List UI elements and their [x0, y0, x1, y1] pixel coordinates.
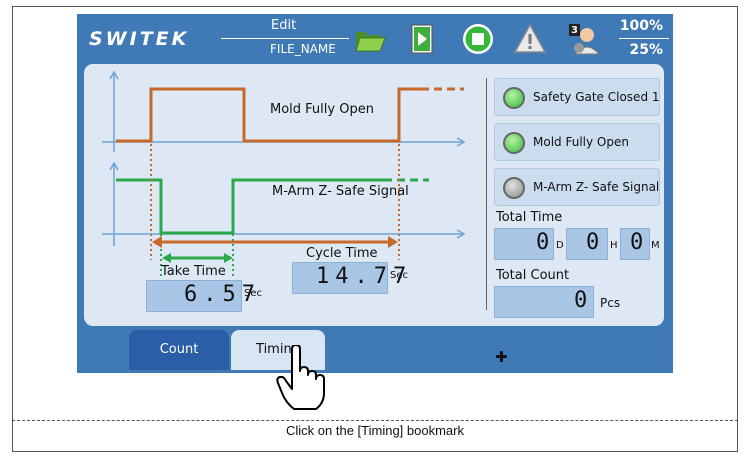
- total-time-minutes-display: [620, 228, 650, 260]
- led-on-icon: [503, 132, 525, 154]
- hmi-screen: SWITEK Edit FILE_NAME 3 100% 25%: [77, 14, 673, 373]
- status-safety-gate-label: Safety Gate Closed 1: [533, 90, 660, 104]
- status-safety-gate: Safety Gate Closed 1: [494, 78, 660, 116]
- total-count-display: [494, 286, 594, 318]
- status-arm-safe-signal-label: M-Arm Z- Safe Signal: [533, 180, 660, 194]
- cycle-time-display: [292, 262, 388, 294]
- take-time-label: Take Time: [161, 264, 226, 279]
- switek-logo: SWITEK: [89, 28, 190, 50]
- status-mold-fully-open-label: Mold Fully Open: [533, 135, 629, 149]
- led-off-icon: [503, 177, 525, 199]
- caption-divider: [12, 420, 738, 421]
- header-divider: [221, 38, 349, 39]
- percent-divider: [619, 38, 669, 39]
- crosshair-cursor-icon: ✚: [495, 348, 508, 366]
- total-time-label: Total Time: [496, 210, 563, 225]
- minutes-unit: M: [651, 240, 660, 251]
- total-count-label: Total Count: [496, 268, 570, 283]
- stop-icon[interactable]: [461, 22, 495, 56]
- total-count-value: 0: [574, 288, 594, 313]
- pointing-hand-icon: [276, 345, 325, 410]
- total-time-days-display: [494, 228, 554, 260]
- total-time-hours: 0: [586, 230, 606, 255]
- cycle-time-label: Cycle Time: [306, 246, 378, 261]
- illustration-frame: [12, 6, 738, 452]
- cycle-time-unit: Sec: [390, 270, 408, 281]
- percent-top: 100%: [619, 18, 663, 34]
- run-program-icon[interactable]: [405, 22, 439, 56]
- days-unit: D: [556, 240, 564, 251]
- timing-diagram: [102, 70, 466, 278]
- user-icon[interactable]: [567, 22, 601, 56]
- timing-panel: Mold Fully Open M-Arm Z- Safe Signal Cyc…: [84, 64, 664, 326]
- file-name: FILE_NAME: [270, 42, 336, 56]
- total-time-days: 0: [536, 230, 556, 255]
- led-on-icon: [503, 87, 525, 109]
- cycle-time-value: 14.77: [316, 264, 413, 289]
- user-level: 3: [571, 25, 578, 36]
- mold-fully-open-label: Mold Fully Open: [270, 102, 374, 117]
- take-time-display: [146, 280, 242, 312]
- tab-count[interactable]: Count: [129, 330, 229, 370]
- warning-icon[interactable]: [513, 22, 547, 56]
- status-mold-fully-open: Mold Fully Open: [494, 123, 660, 161]
- open-folder-icon[interactable]: [353, 22, 387, 56]
- total-time-hours-display: [566, 228, 608, 260]
- percent-bottom: 25%: [629, 42, 663, 58]
- hours-unit: H: [610, 240, 618, 251]
- tab-timing[interactable]: Timing: [231, 330, 325, 370]
- arm-safe-signal-label: M-Arm Z- Safe Signal: [272, 184, 409, 199]
- panel-divider: [486, 78, 487, 310]
- take-time-value: 6.57: [184, 282, 261, 307]
- take-time-unit: Sec: [244, 288, 262, 299]
- total-count-unit: Pcs: [600, 296, 621, 310]
- instruction-caption: Click on the [Timing] bookmark: [286, 423, 464, 438]
- status-arm-safe-signal: M-Arm Z- Safe Signal: [494, 168, 660, 206]
- edit-label[interactable]: Edit: [271, 18, 297, 33]
- total-time-minutes: 0: [630, 230, 650, 255]
